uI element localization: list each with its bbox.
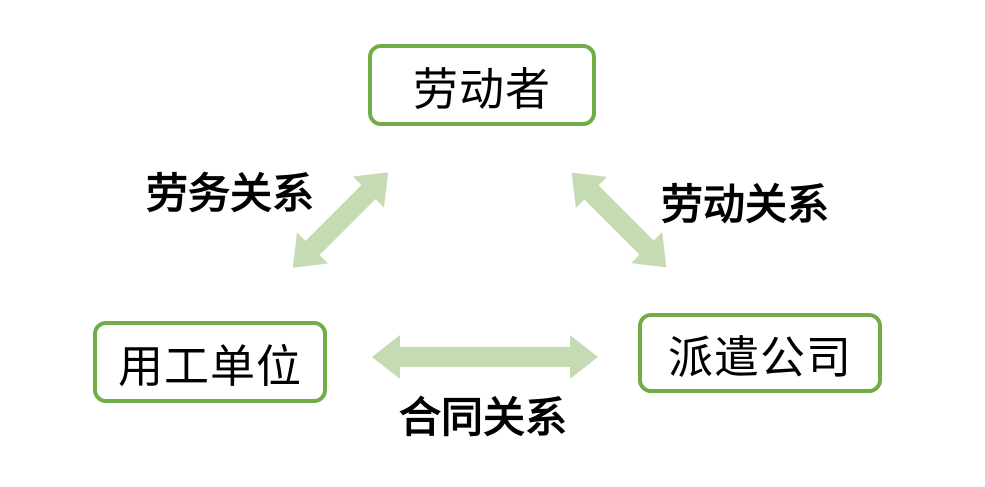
double-arrow-labor-shape <box>571 172 667 268</box>
double-arrow-labor-icon <box>571 172 667 268</box>
node-worker: 劳动者 <box>368 44 596 126</box>
edge-label-contract: 合同关系 <box>399 394 568 441</box>
edge-label-labor: 劳动关系 <box>661 181 830 228</box>
edge-label-labor-service: 劳务关系 <box>146 170 315 217</box>
double-arrow-contract-shape <box>372 335 598 379</box>
node-dispatch-company: 派遣公司 <box>638 313 882 393</box>
node-employing-unit: 用工单位 <box>93 321 327 403</box>
double-arrow-labor-service-shape <box>292 172 389 268</box>
double-arrow-labor-service-icon <box>292 172 389 268</box>
double-arrow-contract-icon <box>372 335 598 379</box>
